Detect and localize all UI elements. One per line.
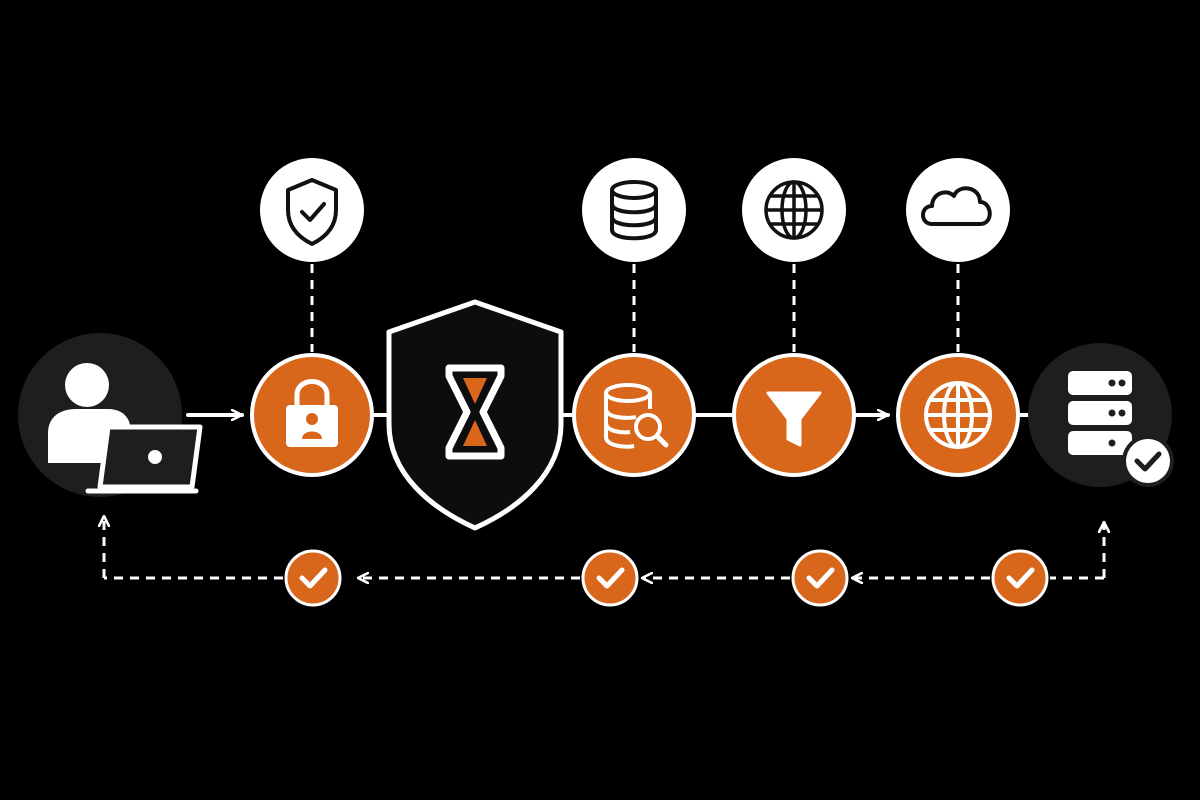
return-checkpoint [991,549,1049,607]
step-filter [732,353,856,477]
step-database-search [572,353,696,477]
shield-check-icon [286,178,338,246]
service-database [582,158,686,262]
return-checkpoint [581,549,639,607]
step-globe [896,353,1020,477]
server-check-icon [1068,371,1174,487]
server-endpoint [1028,343,1174,487]
user-laptop-icon [48,363,203,494]
cloud-icon [921,186,992,226]
user-endpoint [18,333,203,497]
globe-icon [764,180,824,240]
database-search-icon [604,383,669,449]
return-checkpoint [791,549,849,607]
filter-funnel-icon [766,391,822,447]
lock-icon [286,379,338,447]
check-icon [299,567,328,589]
service-shield-check [260,158,364,262]
check-icon [806,567,835,589]
step-lock [250,353,374,477]
gateway-shield [386,299,564,531]
gateway-shield-icon [445,364,505,460]
check-icon [1006,567,1035,589]
database-icon [610,180,658,241]
service-globe [742,158,846,262]
check-icon [596,567,625,589]
return-checkpoint [284,549,342,607]
return-path [104,516,1104,578]
globe-icon [924,381,992,449]
service-cloud [906,158,1010,262]
